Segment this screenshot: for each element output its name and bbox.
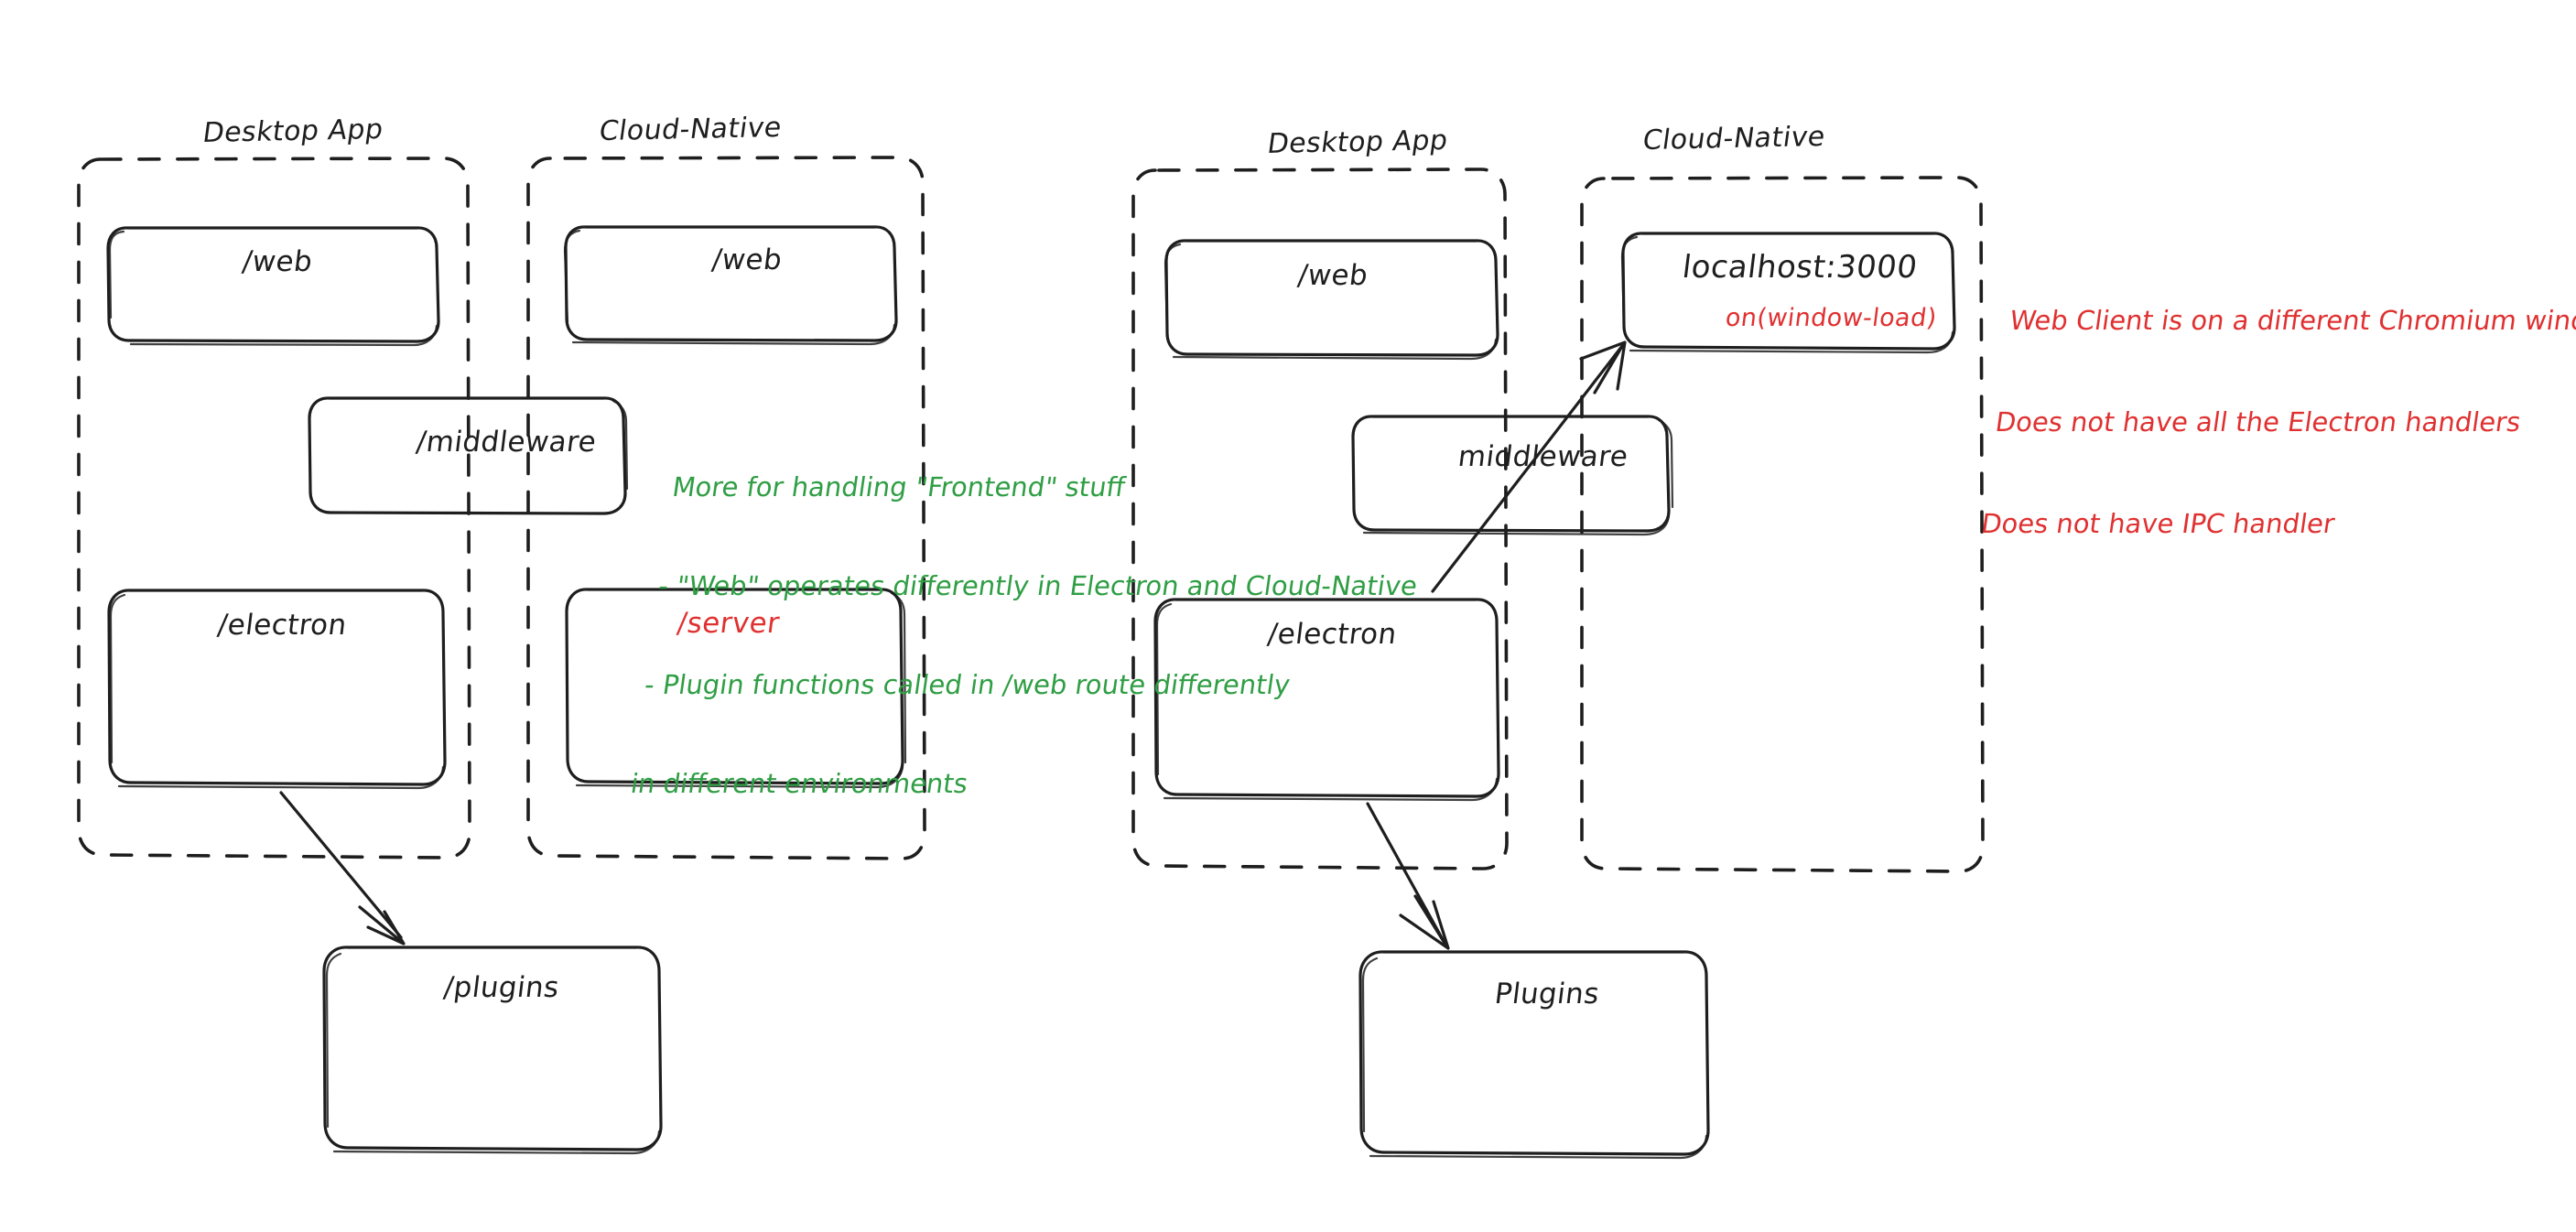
node-shape-left-electron <box>107 589 447 790</box>
arrow-right-electron-to-plugins <box>1366 802 1450 950</box>
node-shape-left-server <box>565 588 907 789</box>
node-shape-right-localhost <box>1620 232 1956 354</box>
node-shape-left-middleware <box>308 396 629 515</box>
arrow-left-electron-to-plugins <box>279 791 406 946</box>
group-frame-left-cloud <box>526 156 926 860</box>
node-shape-left-cloud-web <box>563 225 898 346</box>
arrow-right-electron-to-localhost <box>1431 340 1627 593</box>
node-shape-right-middleware <box>1351 415 1674 536</box>
node-shape-right-desktop-web <box>1164 239 1499 361</box>
group-frame-right-cloud <box>1580 176 1985 873</box>
node-shape-left-desktop-web <box>106 226 440 347</box>
group-frame-left-desktop <box>77 157 471 859</box>
group-frame-right-desktop <box>1131 168 1509 870</box>
node-shape-left-plugins <box>322 946 663 1155</box>
node-shape-right-plugins <box>1358 950 1710 1160</box>
node-shape-right-electron <box>1153 598 1500 802</box>
